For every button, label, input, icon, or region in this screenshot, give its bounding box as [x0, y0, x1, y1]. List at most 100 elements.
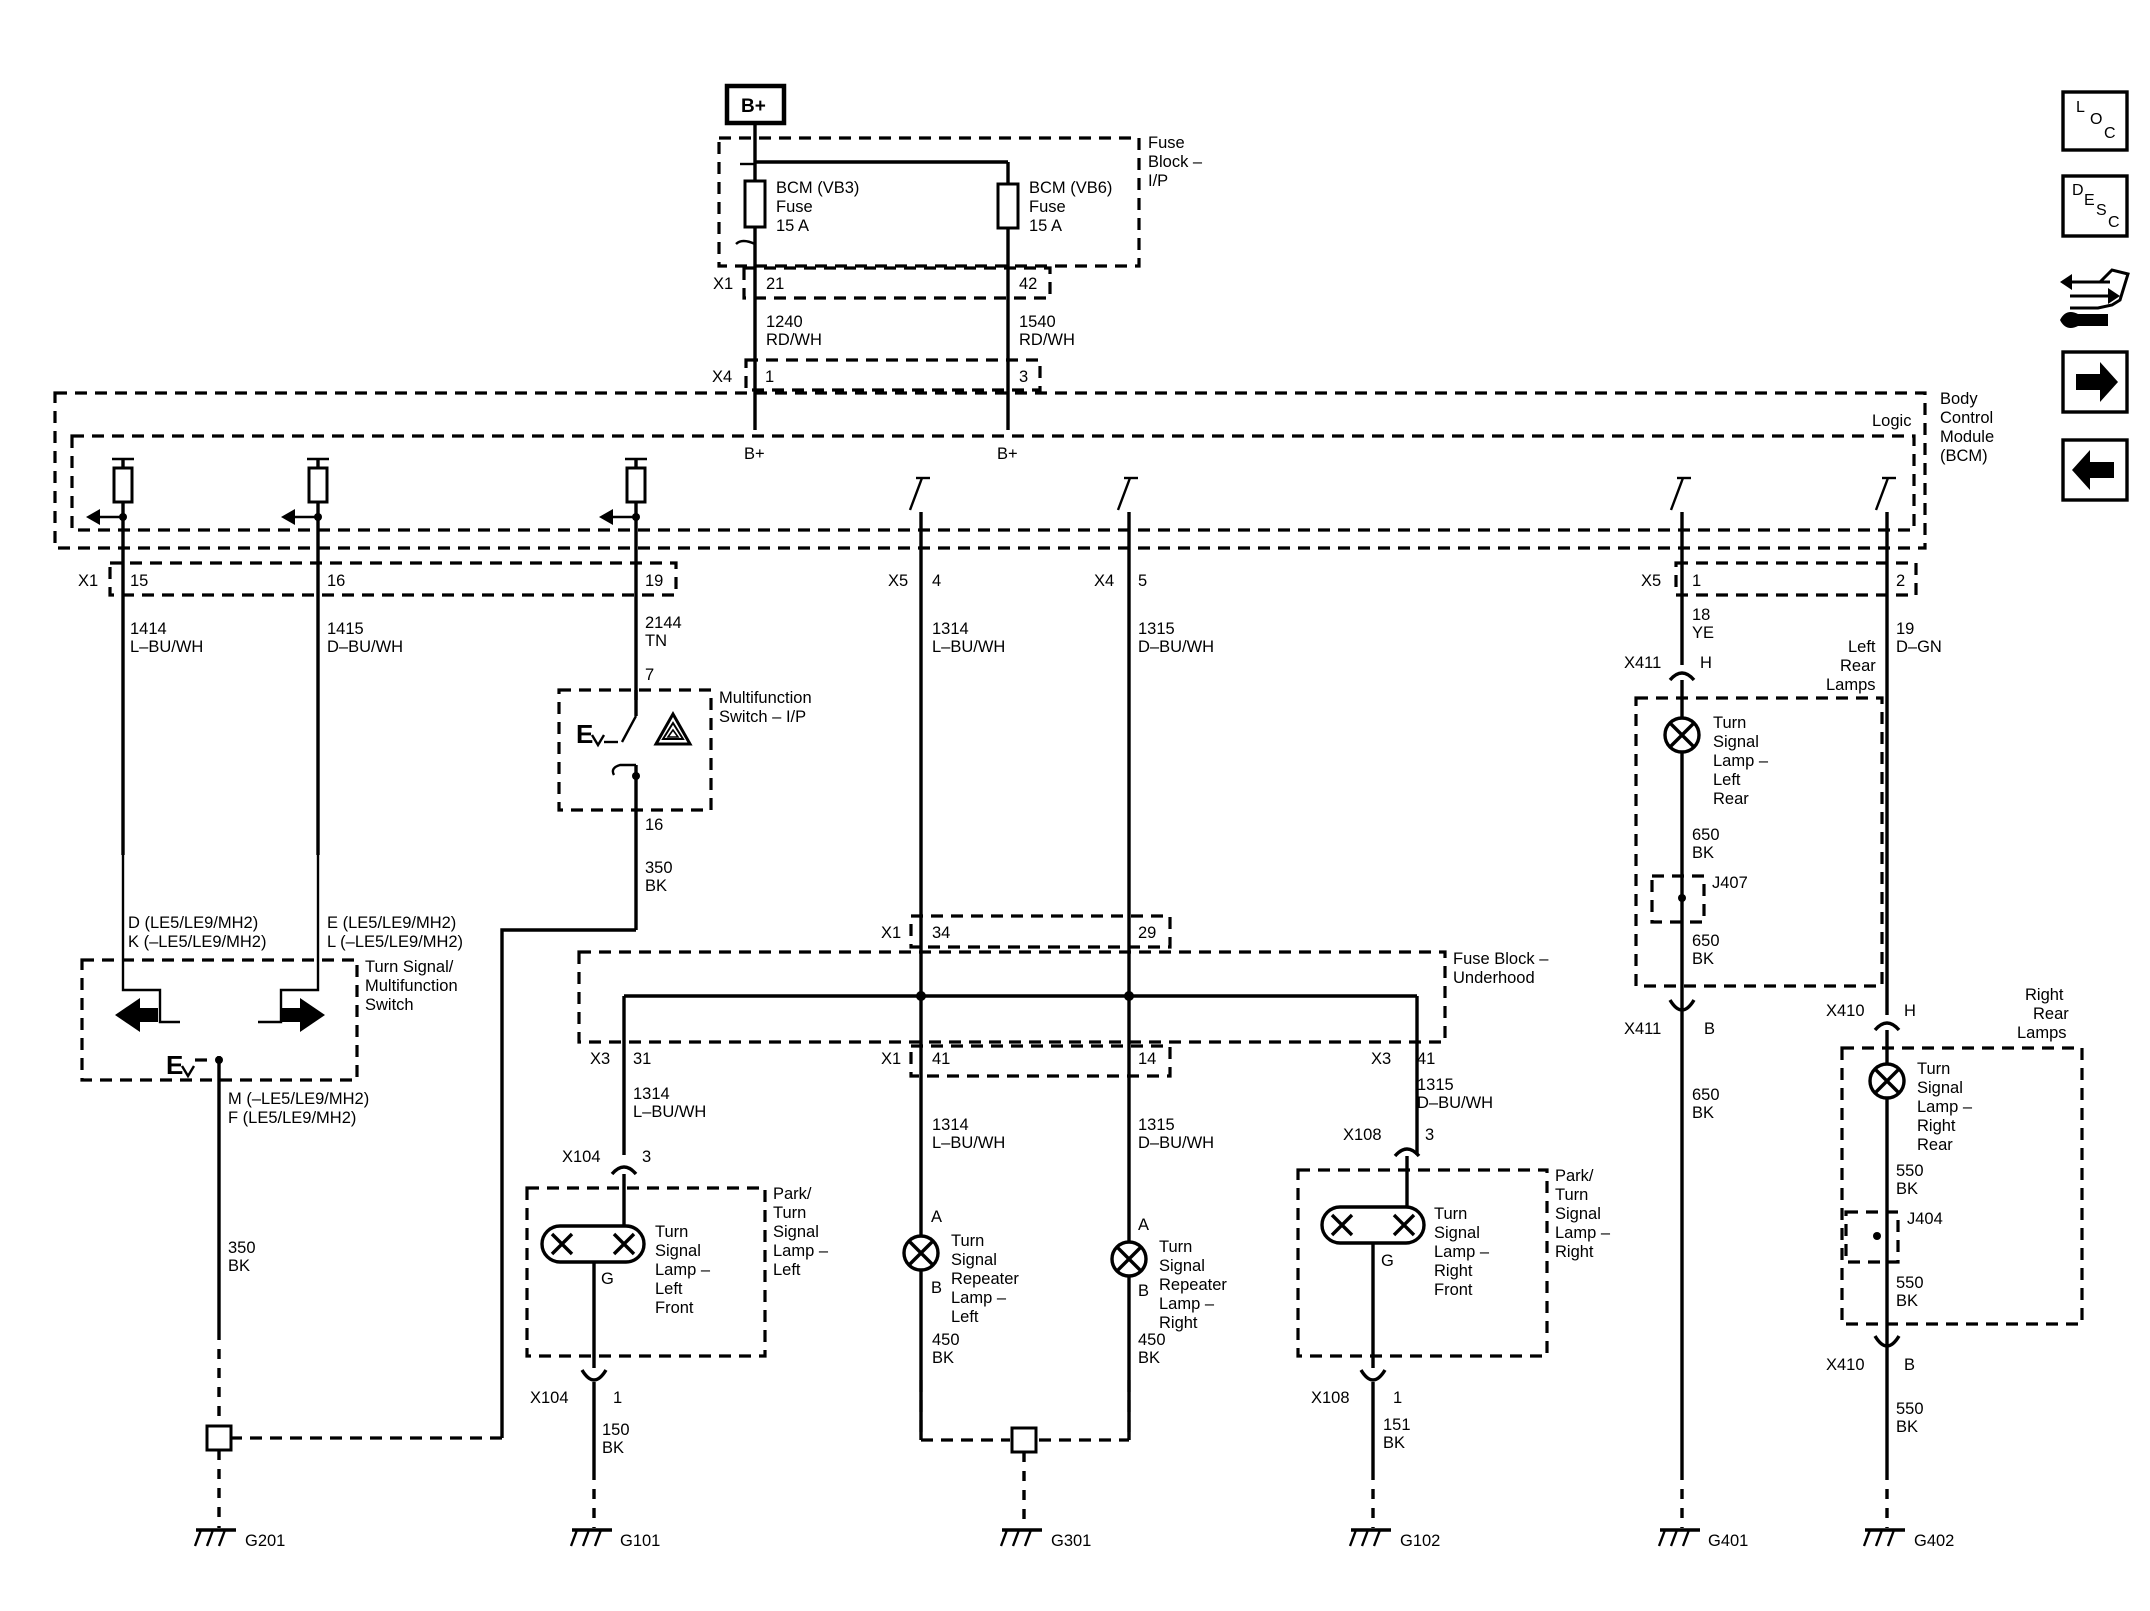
svg-text:X1: X1 [881, 1050, 901, 1068]
svg-text:A: A [1138, 1216, 1149, 1234]
wire-1315-top: 1315 [1138, 620, 1175, 638]
svg-text:Switch – I/P: Switch – I/P [719, 708, 806, 726]
svg-text:Lamps: Lamps [1826, 676, 1876, 694]
body-control-module: Body Control Module (BCM) Logic B+ B+ [53, 390, 1994, 1440]
svg-text:Lamp –: Lamp – [1555, 1224, 1611, 1242]
fuse-block-ip: Fuse Block – I/P BCM (VB3) Fuse 15 A BCM… [717, 134, 1203, 430]
wire-1414: 1414 [130, 620, 167, 638]
svg-text:Rear: Rear [1713, 790, 1749, 808]
wire-350-ts: 350 [228, 1239, 256, 1257]
fuse-block-ip-title-2: Block – [1148, 153, 1203, 171]
fuse-block-ip-title-1: Fuse [1148, 134, 1185, 152]
svg-text:X108: X108 [1311, 1389, 1350, 1407]
bcm-switch-x4-5 [1116, 476, 1138, 1440]
svg-text:16: 16 [327, 572, 345, 590]
svg-text:D–BU/WH: D–BU/WH [1138, 1134, 1214, 1152]
svg-text:Right: Right [1917, 1117, 1956, 1135]
hazard-icon [653, 710, 693, 746]
svg-text:15 A: 15 A [1029, 217, 1062, 235]
svg-text:Rear: Rear [2033, 1005, 2069, 1023]
svg-text:D–GN: D–GN [1896, 638, 1942, 656]
arrow-right-icon[interactable] [2061, 350, 2129, 414]
svg-text:4: 4 [932, 572, 941, 590]
svg-text:2: 2 [1896, 572, 1905, 590]
arrow-left-icon[interactable] [2061, 438, 2129, 502]
svg-text:X1: X1 [881, 924, 901, 942]
svg-text:650: 650 [1692, 826, 1720, 844]
ground-g201: G201 [193, 1528, 285, 1550]
connector-x1-bcm: X1 15 16 19 [78, 561, 678, 597]
bplus-label: B+ [741, 96, 766, 117]
svg-text:D–BU/WH: D–BU/WH [327, 638, 403, 656]
svg-text:Right: Right [1434, 1262, 1473, 1280]
svg-text:(BCM): (BCM) [1940, 447, 1988, 465]
svg-text:L–BU/WH: L–BU/WH [932, 638, 1005, 656]
svg-text:5: 5 [1138, 572, 1147, 590]
bcm-logic-label: Logic [1872, 412, 1911, 430]
ground-g402: G402 [1862, 1528, 1954, 1550]
svg-text:B: B [931, 1279, 942, 1297]
svg-text:650: 650 [1692, 932, 1720, 950]
ground-g101: G101 [569, 1528, 660, 1550]
splice-j407: J407 [1712, 874, 1748, 892]
svg-text:BK: BK [1692, 950, 1714, 968]
svg-text:M (–LE5/LE9/MH2): M (–LE5/LE9/MH2) [228, 1090, 369, 1108]
svg-text:Lamp –: Lamp – [773, 1242, 829, 1260]
wire-18: 18 [1692, 606, 1710, 624]
svg-text:Signal: Signal [1159, 1257, 1205, 1275]
nav-loc-button[interactable]: L O C [2061, 90, 2129, 152]
wire-2144: 2144 [645, 614, 682, 632]
nav-desc-button[interactable]: D E S C [2061, 174, 2129, 238]
bcm-output-19 [599, 457, 647, 700]
svg-text:B: B [1904, 1356, 1915, 1374]
svg-text:21: 21 [766, 275, 784, 293]
svg-text:Lamps: Lamps [2017, 1024, 2067, 1042]
svg-text:Left: Left [773, 1261, 801, 1279]
svg-text:Left: Left [1848, 638, 1876, 656]
svg-text:D–BU/WH: D–BU/WH [1138, 638, 1214, 656]
svg-text:H: H [1904, 1002, 1916, 1020]
multifunction-switch-ip: 7 Multifunction Switch – I/P E 16 350 BK [557, 666, 812, 930]
svg-text:X3: X3 [1371, 1050, 1391, 1068]
bcm-switch-x5-2 [1874, 476, 1896, 1015]
svg-text:G: G [1381, 1252, 1394, 1270]
svg-text:K (–LE5/LE9/MH2): K (–LE5/LE9/MH2) [128, 933, 266, 951]
svg-text:Front: Front [655, 1299, 694, 1317]
svg-text:G402: G402 [1914, 1532, 1954, 1550]
wire-1540: 1540 [1019, 313, 1056, 331]
connector-tool-icon[interactable] [2060, 268, 2130, 328]
svg-text:RD/WH: RD/WH [1019, 331, 1075, 349]
svg-text:Module: Module [1940, 428, 1994, 446]
ground-g301: G301 [999, 1528, 1091, 1550]
fuse-vb3 [743, 179, 767, 229]
left-rear-lamps: Left Rear Lamps X411 H Turn Signal Lamp … [1624, 638, 1884, 1470]
svg-text:Turn: Turn [951, 1232, 984, 1250]
turn-right-arrow-icon [282, 998, 325, 1032]
svg-text:Lamp –: Lamp – [951, 1289, 1007, 1307]
svg-text:Park/: Park/ [1555, 1167, 1594, 1185]
svg-text:L–BU/WH: L–BU/WH [130, 638, 203, 656]
svg-text:1: 1 [613, 1389, 622, 1407]
svg-text:41: 41 [1417, 1050, 1435, 1068]
svg-text:Lamp –: Lamp – [655, 1261, 711, 1279]
svg-text:34: 34 [932, 924, 950, 942]
svg-text:Multifunction: Multifunction [365, 977, 458, 995]
svg-text:H: H [1700, 654, 1712, 672]
svg-text:Lamp –: Lamp – [1434, 1243, 1490, 1261]
svg-text:3: 3 [642, 1148, 651, 1166]
svg-text:X104: X104 [530, 1389, 569, 1407]
svg-text:X1: X1 [78, 572, 98, 590]
bcm-output-16 [281, 457, 329, 855]
svg-text:BK: BK [1896, 1418, 1918, 1436]
svg-text:B: B [1138, 1282, 1149, 1300]
wire-151: 151 [1383, 1416, 1411, 1434]
svg-text:Park/: Park/ [773, 1185, 812, 1203]
svg-text:Turn Signal/: Turn Signal/ [365, 958, 454, 976]
connector-x4-bcm-b: X4 5 [1094, 572, 1147, 590]
svg-text:Turn: Turn [655, 1223, 688, 1241]
wire-1240: 1240 [766, 313, 803, 331]
svg-text:X4: X4 [1094, 572, 1114, 590]
svg-text:Turn: Turn [1159, 1238, 1192, 1256]
svg-text:7: 7 [645, 666, 654, 684]
loc-letter-c: C [2104, 125, 2116, 142]
